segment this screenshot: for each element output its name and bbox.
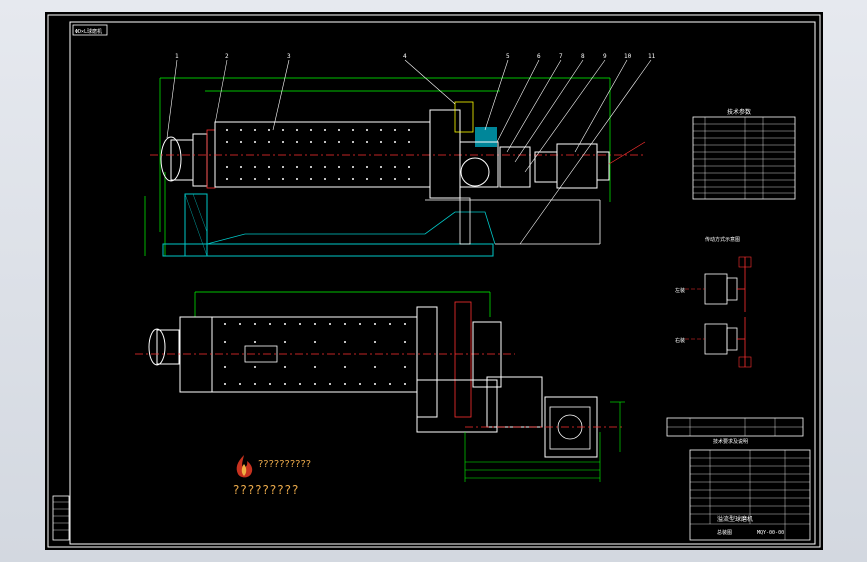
title-block-code: MQY-00-00 (757, 530, 784, 536)
cad-viewport[interactable]: ΦD×L球磨机 (45, 12, 823, 550)
border-label: ΦD×L球磨机 (75, 28, 102, 35)
logo-text: ?????????? (258, 459, 312, 470)
part-label-8: 8 (581, 53, 585, 60)
border-label-box (72, 24, 108, 36)
part-label-7: 7 (559, 53, 563, 60)
logo-caption: ????????? (233, 483, 300, 497)
elevation-view: 1 2 3 4 5 6 7 8 9 10 11 (144, 53, 656, 257)
drawing-canvas: ΦD×L球磨机 (47, 14, 821, 548)
part-label-5: 5 (506, 53, 510, 60)
part-label-3: 3 (287, 53, 291, 60)
plan-shell (211, 316, 418, 393)
part-label-1: 1 (175, 53, 179, 60)
bottom-note: 技术要求及说明 (713, 438, 748, 445)
transmission-diagram: 传动方式示意图 左装 右装 (675, 236, 752, 368)
outer-frame (47, 14, 821, 548)
part-label-4: 4 (403, 53, 407, 60)
liner-bolts (226, 129, 410, 180)
part-label-6: 6 (537, 53, 541, 60)
tech-table-title: 技术参数 (727, 108, 751, 116)
mill-shell (214, 121, 431, 188)
leader-lines (166, 59, 652, 245)
flame-logo-icon (236, 455, 253, 478)
title-block: 溢流型球磨机 总装图 MQY-00-00 (689, 449, 811, 541)
transmission-title: 传动方式示意图 (705, 236, 740, 243)
transmission-label-left: 左装 (675, 287, 685, 294)
part-label-10: 10 (624, 53, 632, 60)
title-block-name: 溢流型球磨机 (717, 515, 753, 523)
plan-view (135, 291, 625, 482)
transmission-label-right: 右装 (675, 337, 685, 344)
part-label-2: 2 (225, 53, 229, 60)
foundation-base (162, 243, 494, 257)
notes-table: 技术要求及说明 (666, 417, 804, 445)
part-label-11: 11 (648, 53, 656, 60)
part-number-labels: 1 2 3 4 5 6 7 8 9 10 11 (175, 53, 656, 60)
title-block-sheet: 总装图 (717, 529, 732, 536)
inner-frame (69, 21, 816, 545)
revision-box (52, 495, 70, 541)
part-label-9: 9 (603, 53, 607, 60)
tech-table: 技术参数 (692, 108, 796, 200)
